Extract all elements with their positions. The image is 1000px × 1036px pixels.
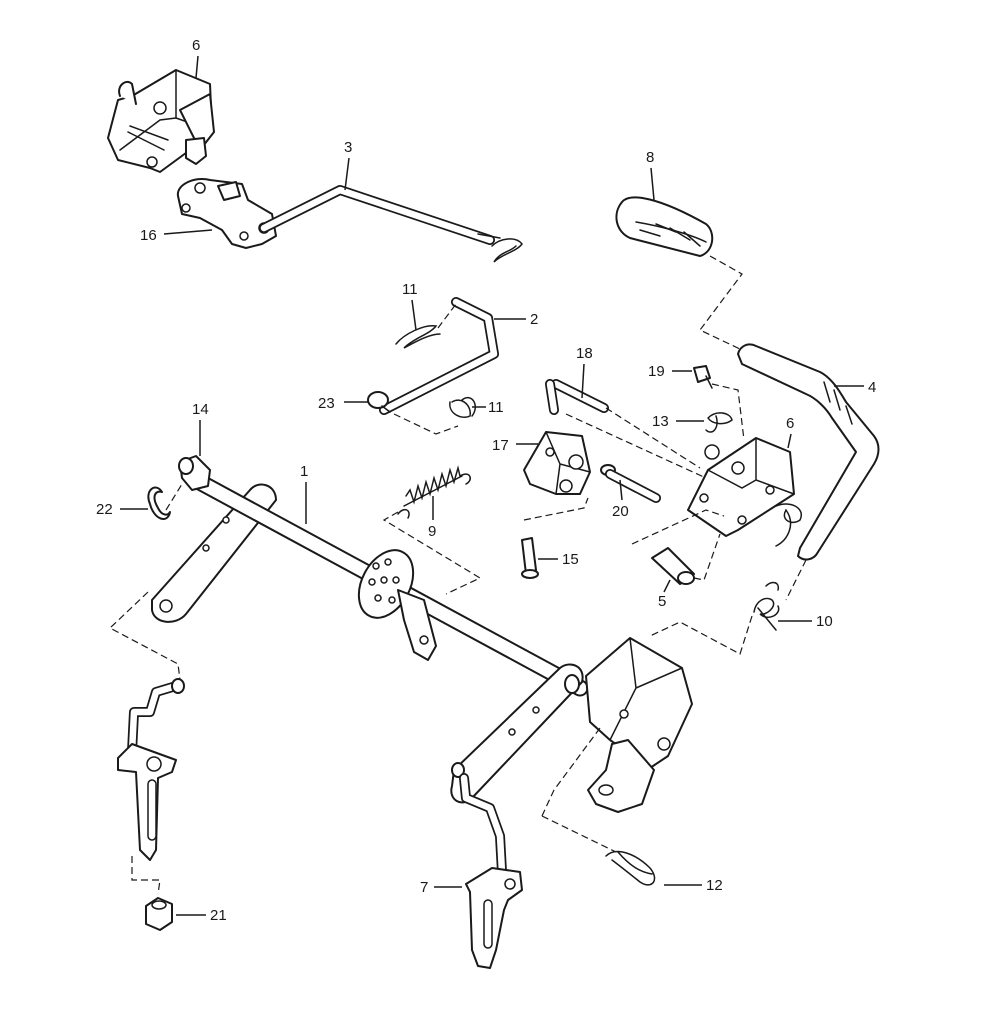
leader-16 [163, 229, 213, 235]
callout-7: 7 [420, 879, 428, 896]
callout-2: 2 [530, 311, 538, 328]
part-left-lower-rod [117, 678, 185, 861]
part-19-bolt [693, 365, 713, 389]
leader-18 [581, 363, 585, 399]
dashed-guide-12 [541, 727, 617, 853]
part-17-pivot-block [523, 431, 591, 495]
leader-20 [619, 479, 623, 501]
leader-5 [663, 579, 671, 593]
dashed-guide-17-15 [523, 497, 589, 521]
part-13-clip [705, 412, 733, 433]
callout-21: 21 [210, 907, 227, 924]
dashed-guide-8-4 [699, 255, 743, 351]
leader-6-lower [787, 433, 792, 449]
callout-5: 5 [658, 593, 666, 610]
callout-11-upper: 11 [402, 281, 418, 298]
part-9-spring [397, 465, 471, 519]
callout-16: 16 [140, 227, 157, 244]
callout-14: 14 [192, 401, 209, 418]
dashed-guide-5 [631, 509, 725, 581]
dashed-guide-22 [165, 483, 183, 511]
part-8-grip [615, 196, 714, 257]
dashed-guide-arm-left [108, 591, 181, 681]
dashed-guide-18-6 [565, 407, 707, 479]
callout-10: 10 [816, 613, 833, 630]
callout-12: 12 [706, 877, 723, 894]
dashed-guide-19 [711, 383, 745, 441]
dashed-guide-23-11 [393, 413, 459, 435]
part-11-clip-upper [395, 325, 441, 349]
part-22-retaining-ring [147, 486, 171, 520]
part-7-lower-rod [451, 762, 523, 969]
part-12-clip [605, 850, 656, 886]
part-3-control-rod [259, 185, 523, 263]
leader-8 [650, 167, 655, 201]
dashed-guide-10 [649, 615, 753, 655]
leader-11-upper [411, 299, 417, 331]
callout-17: 17 [492, 437, 509, 454]
dashed-guide-21 [131, 856, 161, 895]
dashed-guide-4-10 [785, 559, 807, 601]
part-4-lever-rod [737, 343, 880, 561]
part-6-upper-bracket [107, 69, 215, 173]
callout-9: 9 [428, 523, 436, 540]
callout-4: 4 [868, 379, 876, 396]
dashed-guide-9 [382, 511, 482, 595]
part-1-main-shaft [151, 455, 693, 813]
callout-8: 8 [646, 149, 654, 166]
callout-18: 18 [576, 345, 593, 362]
part-23-pin [367, 391, 391, 413]
callout-20: 20 [612, 503, 629, 520]
callout-13: 13 [652, 413, 669, 430]
callout-23: 23 [318, 395, 335, 412]
callout-6-lower: 6 [786, 415, 794, 432]
part-2-link-rod [379, 297, 499, 415]
part-10-spring [753, 581, 780, 631]
part-5-spacer [651, 547, 695, 585]
part-18-rod [545, 379, 609, 415]
callout-3: 3 [344, 139, 352, 156]
callout-6-upper: 6 [192, 37, 200, 54]
part-16-bell-crank [176, 178, 277, 249]
callout-1: 1 [300, 463, 308, 480]
callout-11-lower: 11 [488, 399, 504, 416]
part-11-clip-lower [449, 396, 476, 418]
part-20-pin [600, 464, 661, 503]
callout-19: 19 [648, 363, 665, 380]
part-21-lock-nut [145, 897, 173, 931]
leader-6-upper [195, 55, 199, 79]
callout-22: 22 [96, 501, 113, 518]
dashed-guide-11-2 [437, 303, 457, 329]
part-6-lower-bracket [687, 437, 803, 547]
callout-15: 15 [562, 551, 579, 568]
part-15-pin [521, 537, 539, 579]
leader-3 [344, 157, 350, 191]
